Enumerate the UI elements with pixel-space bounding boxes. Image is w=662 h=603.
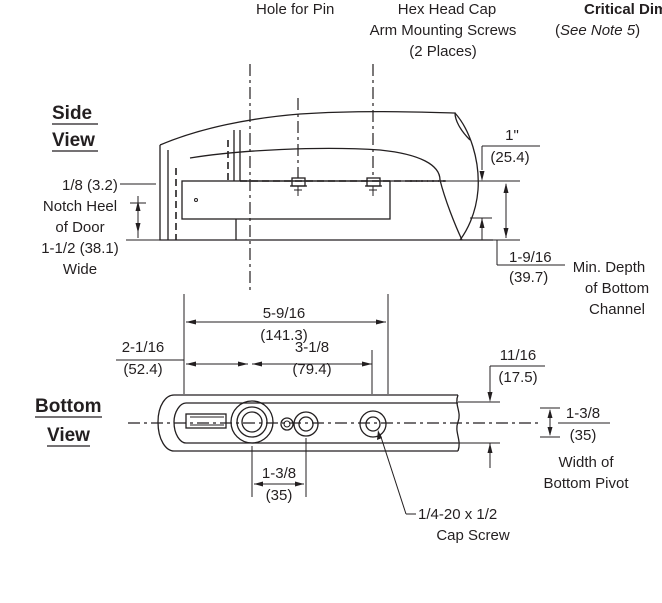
svg-text:View: View [52,130,95,151]
svg-text:Width of: Width of [558,454,614,471]
side-view-screw-right [365,177,382,196]
see-note-label: (See Note 5) [555,22,640,39]
svg-text:(39.7): (39.7) [509,269,548,286]
svg-text:1": 1" [505,127,519,144]
side-view-title: Side View [52,103,98,152]
bottom-pivot [230,400,274,444]
svg-text:5-9/16: 5-9/16 [263,305,306,322]
bottom-view-body [157,394,460,452]
svg-text:1-9/16: 1-9/16 [509,249,552,266]
side-view-pivot-block [181,130,420,240]
dim-11-16: 11/16 (17.5) [458,347,545,468]
svg-text:Min. Depth: Min. Depth [573,259,646,276]
svg-text:Cap Screw: Cap Screw [436,527,510,544]
svg-text:(35): (35) [266,487,293,504]
svg-text:Side: Side [52,103,92,124]
svg-text:2-1/16: 2-1/16 [122,339,165,356]
svg-text:3-1/8: 3-1/8 [295,339,329,356]
svg-text:(141.3): (141.3) [260,327,308,344]
hex-head-cap-label: Hex Head Cap [398,1,496,18]
svg-text:of Bottom: of Bottom [585,280,649,297]
svg-text:(25.4): (25.4) [490,149,529,166]
svg-text:(17.5): (17.5) [498,369,537,386]
svg-text:Channel: Channel [589,301,645,318]
bottom-view-title: Bottom View [35,396,102,447]
arm-mounting-screws-label: Arm Mounting Screws [370,22,517,39]
svg-text:1/4-20 x 1/2: 1/4-20 x 1/2 [418,506,497,523]
svg-text:(79.4): (79.4) [292,361,331,378]
cap-screw-leader: 1/4-20 x 1/2 Cap Screw [377,430,510,544]
side-view-door-outline [159,110,493,241]
svg-text:(52.4): (52.4) [123,361,162,378]
critical-dim-label: Critical Dim. [584,1,662,18]
svg-text:1-3/8: 1-3/8 [262,465,296,482]
svg-text:11/16: 11/16 [500,347,536,364]
svg-text:View: View [47,425,90,446]
svg-text:Wide: Wide [63,261,97,278]
dim-5-9-16: 5-9/16 (141.3) [183,294,389,394]
two-places-label: (2 Places) [409,43,477,60]
dim-3-1-8: 3-1/8 (79.4) [252,339,373,394]
svg-text:1-1/2 (38.1): 1-1/2 (38.1) [41,240,119,257]
dim-1-3-8-bottom: 1-3/8 (35) [251,438,307,504]
pin-hole [280,417,294,431]
svg-text:1-3/8: 1-3/8 [566,405,600,422]
svg-text:Bottom Pivot: Bottom Pivot [543,475,629,492]
arm-screw-hole [293,411,319,437]
svg-text:Bottom: Bottom [35,396,101,417]
svg-text:(35): (35) [570,427,597,444]
svg-text:Notch Heel: Notch Heel [43,198,117,215]
svg-text:1/8 (3.2): 1/8 (3.2) [62,177,118,194]
notch-dimension: 1/8 (3.2) Notch Heel of Door 1-1/2 (38.1… [41,177,160,278]
dim-2-1-16: 2-1/16 (52.4) [116,339,248,378]
one-inch-dimension: 1" (25.4) [420,127,540,240]
min-depth-dimension: 1-9/16 (39.7) Min. Depth of Bottom Chann… [492,180,649,318]
svg-text:of Door: of Door [55,219,104,236]
hole-for-pin-label: Hole for Pin [256,1,334,18]
dim-1-3-8-right: 1-3/8 (35) Width of Bottom Pivot [540,405,629,492]
cap-screw-hole [359,410,387,438]
